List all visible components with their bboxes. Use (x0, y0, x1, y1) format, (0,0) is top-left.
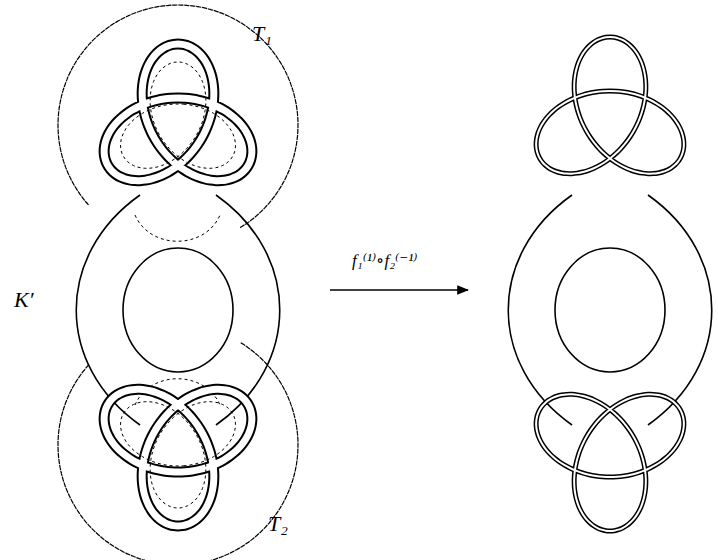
knot-strand (123, 248, 233, 372)
knot-outline (536, 37, 684, 174)
knot-outline (536, 394, 684, 531)
band-inner (104, 389, 252, 526)
dashed-curve (121, 402, 236, 508)
figure-label: T₁ (252, 22, 272, 46)
knot-strands (76, 195, 280, 425)
figure-label: T₂ (268, 512, 288, 536)
band-outline (104, 389, 252, 526)
band-outline (104, 44, 252, 181)
dashed-region (58, 5, 298, 228)
map-arrow (330, 289, 468, 291)
knot-strand (555, 248, 665, 372)
knot-strand (648, 195, 712, 425)
knot-inner (536, 37, 684, 174)
knot-strand (508, 195, 572, 425)
figure-label: K′ (14, 288, 34, 312)
knot-strands (508, 195, 712, 425)
dashed-curve (135, 215, 220, 241)
dashed-curve (121, 62, 236, 168)
knot-inner (536, 394, 684, 531)
figure-label: f₁⁽¹⁾∘f₂⁽⁻¹⁾ (352, 252, 417, 271)
band-inner (104, 44, 252, 181)
